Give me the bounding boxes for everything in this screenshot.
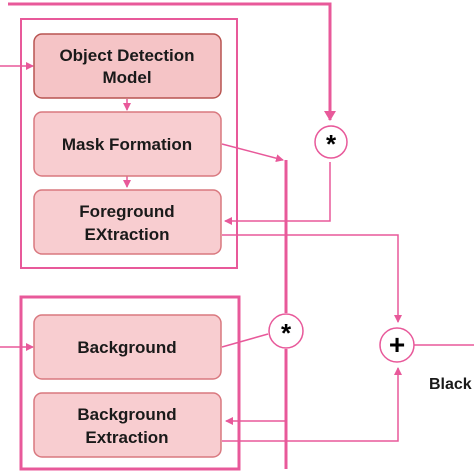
edge-top-feed <box>8 2 336 121</box>
node-background-extraction-line2: Extraction <box>85 428 168 447</box>
node-foreground-extraction: Foreground EXtraction <box>33 189 222 255</box>
node-foreground-extraction-line1: Foreground <box>79 202 174 221</box>
edge-background-multiply <box>221 333 269 348</box>
node-object-detection-line2: Model <box>102 68 151 87</box>
operator-multiply-top-symbol: * <box>326 129 337 159</box>
operator-add: + <box>379 327 415 363</box>
node-foreground-extraction-line2: EXtraction <box>84 225 169 244</box>
edge-multiply-bg-extraction <box>225 349 287 425</box>
node-mask-formation: Mask Formation <box>33 111 222 177</box>
output-label: Black <box>429 376 472 393</box>
operator-multiply-bottom-symbol: * <box>281 318 292 348</box>
foreground-group <box>20 18 238 269</box>
operator-multiply-top: * <box>314 125 348 159</box>
node-background-extraction: Background Extraction <box>33 392 222 458</box>
node-object-detection-line1: Object Detection <box>59 46 194 65</box>
operator-multiply-bottom: * <box>268 313 304 349</box>
edge-bg-extraction-add <box>222 367 402 442</box>
node-background-extraction-line1: Background <box>77 405 176 424</box>
edge-mask-multiply <box>221 143 284 163</box>
node-background-label: Background <box>77 338 176 357</box>
background-group <box>19 295 241 471</box>
node-background: Background <box>33 314 222 380</box>
operator-add-symbol: + <box>389 329 405 360</box>
node-mask-formation-label: Mask Formation <box>62 135 192 154</box>
edge-multiply-foreground <box>224 162 331 225</box>
edge-foreground-add <box>222 234 402 323</box>
node-object-detection: Object Detection Model <box>33 33 222 99</box>
